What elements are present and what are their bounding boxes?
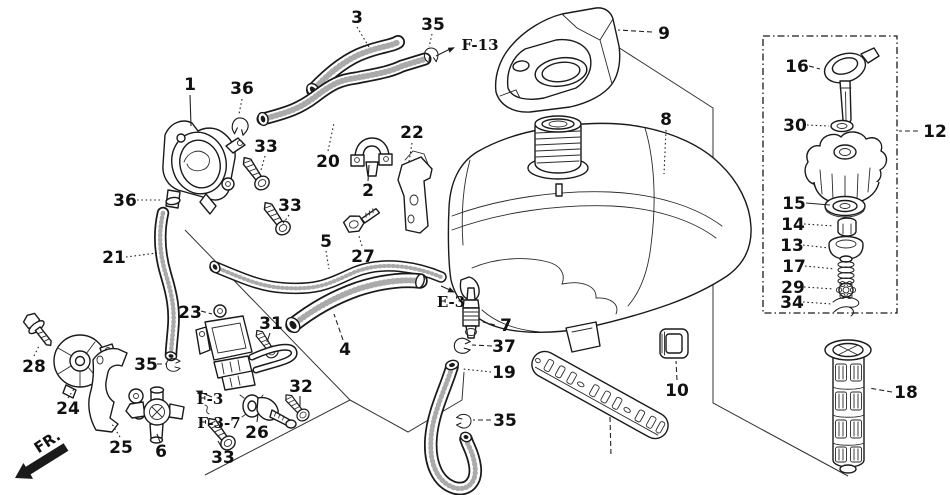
part-number-label: 2	[362, 181, 374, 201]
f3-arrow	[195, 390, 213, 415]
fuel-tank	[447, 115, 752, 353]
valve-seat-14	[837, 217, 857, 237]
part-number-label: 20	[316, 152, 340, 172]
gasket-30	[830, 119, 854, 133]
part-number-label: 3	[351, 8, 363, 28]
part-number-label: 21	[102, 248, 126, 268]
clip-35-mid	[456, 413, 472, 429]
fuel-valve-6	[125, 386, 185, 444]
part-number-label: 25	[109, 438, 133, 458]
detail-box-12	[762, 35, 898, 317]
mat-leader	[609, 416, 612, 457]
clip-37	[453, 337, 471, 354]
part-number-label: 12	[923, 122, 947, 142]
fitting-7	[462, 287, 480, 339]
part-number-label: 1	[184, 75, 196, 95]
part-number-label: 23	[178, 303, 202, 323]
gasket-30-hole	[836, 123, 848, 129]
part-number-label: 13	[780, 236, 804, 256]
bolt-28	[22, 312, 52, 346]
part-number-label: 6	[155, 442, 167, 462]
bracket-22	[397, 150, 433, 234]
part-number-label: 5	[320, 232, 332, 252]
strainer-18	[824, 339, 872, 474]
part-number-label: 10	[665, 381, 689, 401]
grommet-10	[659, 328, 689, 359]
spring-17	[837, 261, 855, 285]
solenoid-valve-23	[195, 304, 298, 391]
page-ref-label: F-13	[461, 36, 498, 54]
part-number-label: 37	[492, 337, 516, 357]
part-number-label: 33	[278, 196, 302, 216]
part-number-label: 32	[289, 377, 313, 397]
tank-cover	[494, 7, 621, 113]
part-number-label: 33	[211, 448, 235, 468]
part-number-label: 19	[492, 363, 516, 383]
clip-36-top	[230, 116, 250, 137]
part-number-label: 22	[400, 123, 424, 143]
bolt-27	[342, 208, 381, 233]
joint-pin-36	[165, 196, 181, 206]
part-number-label: 30	[783, 116, 807, 136]
part-number-label: 7	[500, 316, 512, 336]
part-number-label: 14	[781, 215, 805, 235]
part-number-label: 17	[782, 257, 806, 277]
f13-arrow	[435, 47, 455, 57]
part-number-label: 9	[658, 24, 670, 44]
part-number-label: 24	[56, 399, 80, 419]
part-number-label: 34	[780, 293, 804, 313]
part-number-label: 36	[230, 79, 254, 99]
part-number-label: 35	[421, 15, 445, 35]
part-number-label: 36	[113, 191, 137, 211]
hose-5	[209, 260, 447, 295]
part-number-label: 29	[781, 278, 805, 298]
screw-33-a	[237, 152, 273, 194]
page-ref-label: F-3-7	[197, 414, 240, 432]
fuel-pump	[162, 120, 246, 215]
fr-arrow	[15, 443, 69, 479]
fuel-cap	[804, 131, 888, 205]
part-number-label: 33	[254, 137, 278, 157]
star-nut-29	[835, 280, 857, 300]
page-ref-label: E-3	[437, 293, 465, 311]
e3-arrow	[440, 285, 455, 293]
disc-15	[824, 195, 866, 218]
part-number-label: 28	[22, 357, 46, 377]
fr-direction-marker: FR.	[15, 427, 69, 479]
part-number-label: 27	[351, 247, 375, 267]
part-number-label: 16	[785, 57, 809, 77]
hose-19	[423, 359, 483, 495]
joint-26	[239, 394, 297, 429]
part-number-label: 26	[245, 423, 269, 443]
part-number-label: 35	[493, 411, 517, 431]
part-number-label: 35	[134, 355, 158, 375]
part-number-label: 4	[339, 340, 351, 360]
tube-clamp-2	[350, 137, 393, 177]
hose-21	[153, 206, 180, 362]
cap-knob-16	[823, 47, 880, 128]
wire-clip-34	[832, 296, 860, 317]
part-number-label: 31	[259, 314, 283, 334]
leader-lines	[33, 26, 918, 449]
page-ref-label: F-3	[197, 390, 224, 408]
cup-13	[828, 235, 864, 263]
part-number-label: 18	[894, 383, 918, 403]
part-number-label: 15	[782, 194, 806, 214]
part-number-label: 8	[660, 110, 672, 130]
hose-20	[256, 52, 432, 127]
hose-4	[285, 272, 428, 334]
slotted-mat	[531, 350, 669, 440]
